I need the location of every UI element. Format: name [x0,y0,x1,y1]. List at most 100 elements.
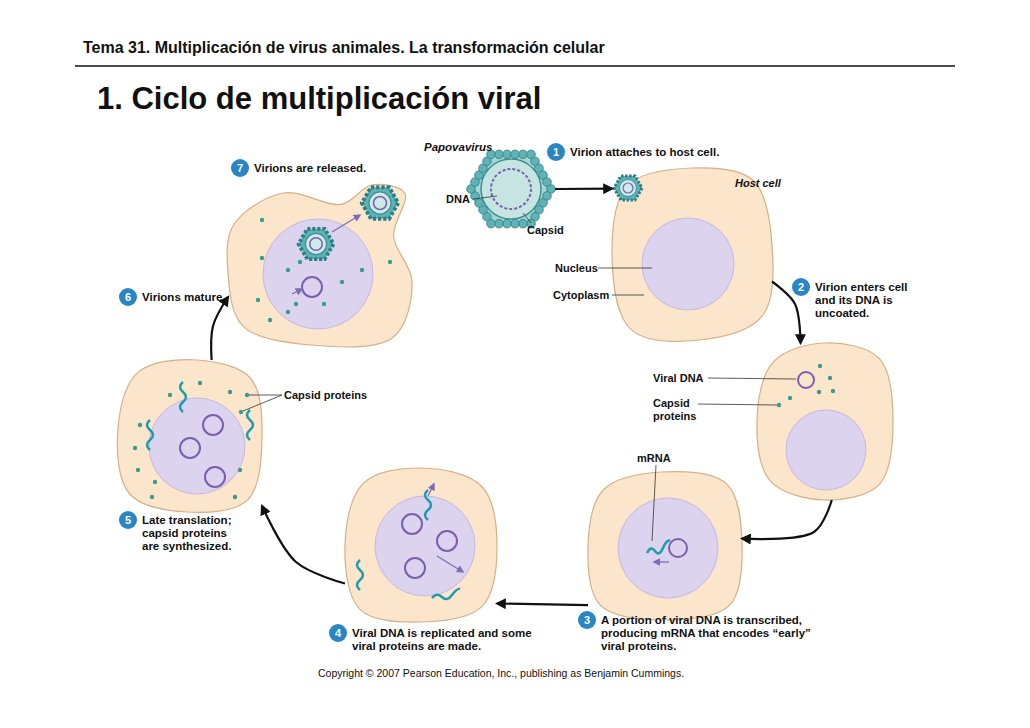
header-rule [75,65,955,67]
host-cell: Virion attaches to host cell. [612,168,772,340]
node-outline [228,185,412,345]
host-cell: Virion enters cell and its DNA is uncoat… [757,343,893,500]
nucleus [263,219,373,329]
callout-number: 7 [231,161,249,175]
node-outline [612,168,772,340]
cycle-arrow [262,506,345,584]
callout-number: 4 [329,626,347,640]
capsid [471,154,551,223]
step-text: Late translation; capsid proteins are sy… [142,514,246,553]
capsomere [519,219,528,228]
step-text: Viral DNA is replicated and some viral p… [352,627,542,653]
node-outline [588,472,742,620]
node-outline [757,343,893,500]
virion [362,187,398,218]
title: 1. Ciclo de multiplicación viral [97,81,541,117]
capsid-proteins [777,364,835,407]
callout-number: 2 [792,280,810,294]
step-text: Virion attaches to host cell. [570,146,770,159]
part-label: Nucleus [555,262,598,275]
cell-membrane [117,360,262,513]
leader-line [523,213,531,223]
viral-dna [491,169,531,209]
cycle-arrow [211,297,228,360]
part-label: Host cell [735,177,781,190]
cell-membrane [757,343,893,500]
cell-membrane [345,468,497,622]
nucleus [786,410,866,490]
capsomere [511,150,520,159]
nucleus [618,498,718,598]
capsomere [519,150,528,159]
mrna [357,490,460,599]
step-text: Virion enters cell and its DNA is uncoat… [815,281,919,320]
cell-membrane [588,472,742,620]
nucleus [642,218,734,310]
caption: Copyright © 2007 Pearson Education, Inc.… [318,667,684,680]
host-cell: Viral DNA is replicated and some viral p… [345,468,497,622]
mrna [147,382,253,450]
capsomere [543,178,552,187]
host-cell: Virions are released.Virions mature. [228,185,412,345]
leader-line [652,465,656,541]
callout-number: 6 [119,290,137,304]
part-label: Cytoplasm [553,289,609,302]
small-arrow [332,215,360,232]
step-text: Virions are released. [254,162,414,175]
cell-membrane [612,168,773,342]
leader-line [249,395,282,396]
virion-particle: Papovavirus [467,145,555,233]
virus-name: Papovavirus [424,141,524,154]
capsomere [495,219,504,228]
capsomere [503,150,512,159]
nucleus [149,398,245,494]
part-label: Capsid [527,224,564,237]
callout-number: 3 [578,613,596,627]
node-outline [467,145,555,233]
cycle-arrow [772,282,801,343]
small-arrow [654,561,669,562]
step-text: Virions mature. [142,291,262,304]
node-outline [118,360,262,512]
node-outline [345,468,497,622]
leader-line [243,395,282,411]
capsid-proteins [133,381,249,499]
virion-core [481,159,541,219]
leader-line [473,196,497,199]
leader-line [612,295,644,296]
callout-circle [119,143,810,642]
viral-dna [402,514,457,578]
cycle-arrow [555,188,612,191]
small-arrow [437,556,463,572]
viral-dna [180,415,225,487]
virion [299,229,334,259]
leader-line [598,268,652,269]
viral-dna [798,372,814,388]
virion [614,176,642,200]
viral-dna [302,277,322,297]
capsomere [503,219,512,228]
mrna [647,541,670,554]
part-label: Viral DNA [653,372,704,385]
cycle-arrow [742,500,832,539]
capsid-proteins [256,218,392,322]
part-label: Capsid proteins [653,397,703,422]
small-arrow [428,484,434,496]
cycle-arrow [497,604,588,606]
leader-line [708,378,796,379]
host-cell: A portion of viral DNA is transcribed, p… [588,472,742,620]
part-label: Capsid proteins [284,389,367,402]
leader-line [698,404,777,405]
cell-membrane [227,184,412,347]
callout-number: 5 [119,513,137,527]
capsomere [511,219,520,228]
viral-dna [669,539,687,557]
part-label: DNA [446,193,470,206]
part-label: mRNA [637,452,671,465]
capsomere [495,150,504,159]
host-cell: Late translation; capsid proteins are sy… [118,360,262,512]
callout-number: 1 [547,145,565,159]
header-text: Tema 31. Multiplicación de virus animale… [83,38,605,57]
step-text: A portion of viral DNA is transcribed, p… [601,614,836,653]
nucleus [375,496,475,596]
